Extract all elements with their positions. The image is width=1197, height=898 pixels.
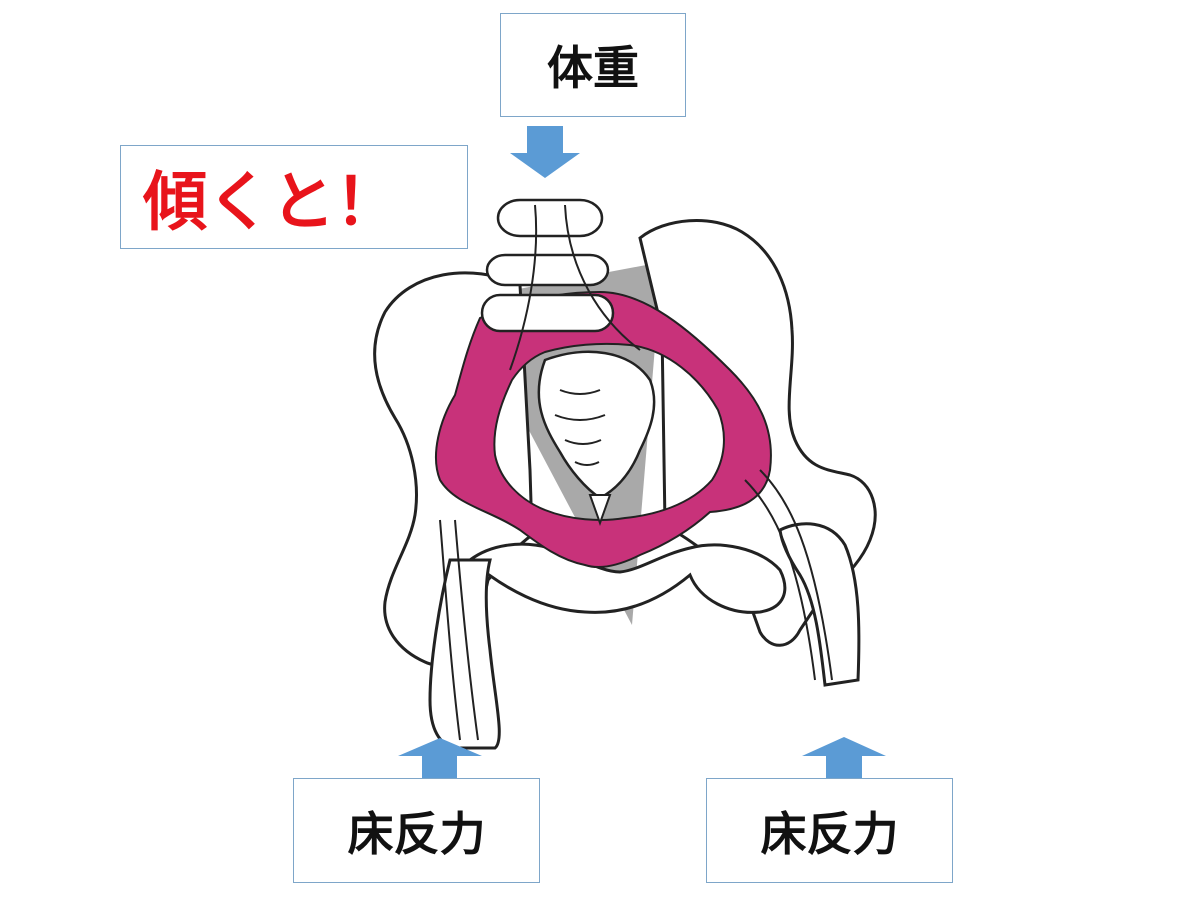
arrow-down-icon bbox=[510, 126, 580, 178]
sacrum-foramina bbox=[554, 389, 606, 466]
arrow-up-icon bbox=[802, 737, 886, 780]
lumbar-vertebrae bbox=[480, 198, 615, 333]
floor-reaction-right-label: 床反力 bbox=[706, 778, 953, 883]
floor-reaction-left-label: 床反力 bbox=[293, 778, 540, 883]
spine-force-lines bbox=[509, 204, 641, 371]
left-force-lines bbox=[439, 519, 479, 741]
body-weight-label: 体重 bbox=[500, 13, 686, 117]
right-force-lines bbox=[744, 469, 833, 681]
sacrum bbox=[537, 350, 656, 500]
tilt-label: 傾くと！ bbox=[120, 145, 468, 249]
arrow-up-icon bbox=[398, 738, 482, 780]
force-band bbox=[434, 290, 772, 568]
coccyx bbox=[588, 494, 612, 526]
